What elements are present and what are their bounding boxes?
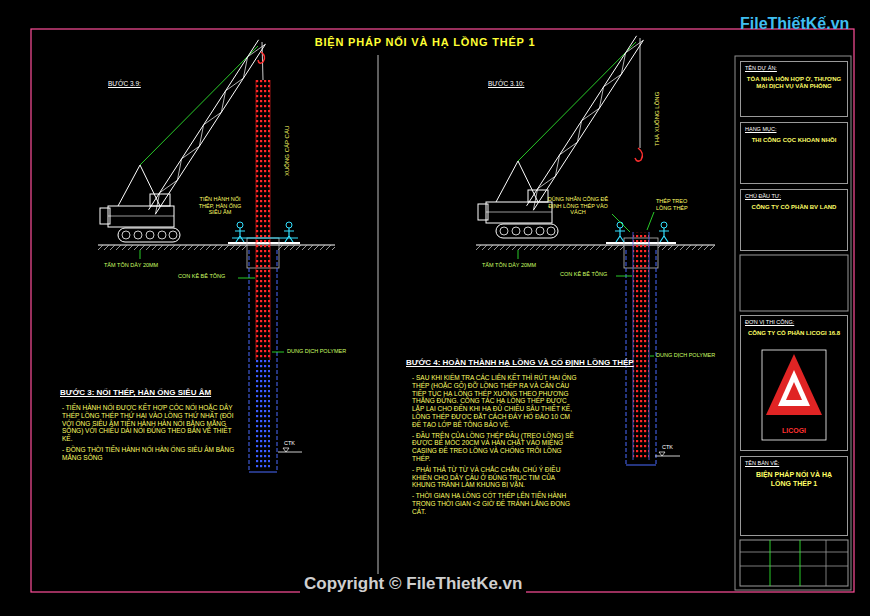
- step-label: BƯỚC 3.10:: [488, 80, 524, 88]
- cell-heading: TÊN DỰ ÁN:: [745, 65, 843, 72]
- cell-content: CÔNG TY CỔ PHẦN BV LAND: [745, 204, 843, 212]
- cell-content: BIỆN PHÁP NỐI VÀ HẠ LỒNG THÉP 1: [745, 471, 843, 489]
- cable-label: XUỐNG CÁP CẨU: [284, 126, 291, 176]
- title-block-cell: TÊN BẢN VẼ: BIỆN PHÁP NỐI VÀ HẠ LỒNG THÉP…: [740, 456, 848, 536]
- step-heading: BƯỚC 4: HOÀN THÀNH HẠ LỒNG VÀ CỐ ĐỊNH LỒ…: [406, 358, 634, 368]
- cell-content: THI CÔNG CỌC KHOAN NHỒI: [745, 137, 843, 145]
- watermark-logo: FileThiếtKế.vn: [740, 14, 849, 33]
- logo-text: LICOGI: [741, 427, 847, 436]
- step-note: - TIẾN HÀNH NỐI ĐƯỢC KẾT HỢP CÓC NỐI HOẶ…: [62, 404, 236, 443]
- title-block-cell: TÊN DỰ ÁN: TÒA NHÀ HỖN HỢP Ở, THƯƠNG MẠI …: [740, 61, 848, 117]
- level-mark: CTK: [662, 444, 673, 451]
- callout-text: TẤM TÔN DÀY 20MM: [104, 262, 158, 269]
- callout-text: TẤM TÔN DÀY 20MM: [482, 262, 536, 269]
- cell-heading: ĐƠN VỊ THI CÔNG:: [745, 319, 843, 326]
- watermark: Copyright © FileThietKe.vn: [300, 574, 526, 594]
- callout-text: CON KÊ BÊ TÔNG: [560, 271, 607, 278]
- callout-text: CON KÊ BÊ TÔNG: [178, 273, 225, 280]
- callout-text: DUNG DỊCH POLYMER: [656, 352, 715, 359]
- callout-text: DÙNG NHÂN CÔNG ĐỂ ĐỊNH LỒNG THÉP VÀO VÁC…: [546, 196, 610, 216]
- cell-heading: HẠNG MỤC:: [745, 126, 843, 133]
- title-block-cell: HẠNG MỤC: THI CÔNG CỌC KHOAN NHỒI: [740, 122, 848, 184]
- cable-label: THẢ XUỐNG LỒNG: [654, 92, 661, 146]
- title-block-cell: CHỦ ĐẦU TƯ: CÔNG TY CỔ PHẦN BV LAND: [740, 189, 848, 251]
- cell-content: TÒA NHÀ HỖN HỢP Ở, THƯƠNG MẠI DỊCH VỤ VĂ…: [745, 76, 843, 91]
- callout-text: DUNG DỊCH POLYMER: [287, 348, 346, 355]
- level-mark: CTK: [284, 440, 295, 447]
- step-note: - SAU KHI KIỂM TRA CÁC LIÊN KẾT THÌ RÚT …: [412, 374, 580, 429]
- callout-text: THÉP TREO LỒNG THÉP: [656, 198, 700, 211]
- step-label: BƯỚC 3.9:: [108, 80, 141, 88]
- step-note: - ĐẦU TRÊN CỦA LỒNG THÉP ĐẦU (TREO LỒNG)…: [412, 432, 580, 463]
- step-note: - PHẢI THẢ TỪ TỪ VÀ CHẮC CHẮN, CHÚ Ý ĐIỀ…: [412, 466, 580, 489]
- callout-text: TIẾN HÀNH NỐI THÉP, HÀN ỐNG SIÊU ÂM: [192, 196, 248, 216]
- step-note: - ĐỒNG THỜI TIẾN HÀNH NỐI HÀN ỐNG SIÊU Â…: [62, 446, 236, 462]
- title-block-cell: ĐƠN VỊ THI CÔNG: CÔNG TY CỔ PHẦN LICOGI 1…: [740, 315, 848, 451]
- cell-content: CÔNG TY CỔ PHẦN LICOGI 16.8: [745, 330, 843, 338]
- cell-heading: CHỦ ĐẦU TƯ:: [745, 193, 843, 200]
- step-note: - THỜI GIAN HẠ LỒNG CỐT THÉP LÊN TIẾN HÀ…: [412, 492, 580, 515]
- step-heading: BƯỚC 3: NỐI THÉP, HÀN ỐNG SIÊU ÂM: [60, 388, 211, 398]
- drawing-title: BIỆN PHÁP NỐI VÀ HẠ LỒNG THÉP 1: [290, 36, 560, 49]
- cell-heading: TÊN BẢN VẼ:: [745, 460, 843, 467]
